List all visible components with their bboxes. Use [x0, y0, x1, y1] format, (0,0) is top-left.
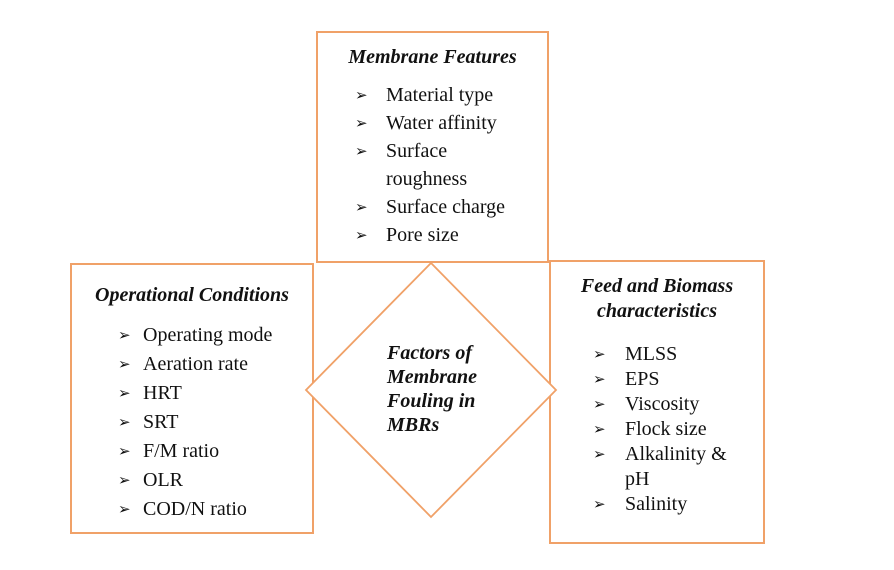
arrow-bullet-icon: ➢ [118, 442, 131, 460]
list-item: ➢ OLR [80, 466, 304, 495]
arrow-bullet-icon: ➢ [355, 198, 368, 216]
arrow-bullet-icon: ➢ [118, 413, 131, 431]
arrow-bullet-icon: ➢ [118, 355, 131, 373]
list-item: ➢ SRT [80, 408, 304, 437]
arrow-bullet-icon: ➢ [355, 142, 368, 160]
arrow-bullet-icon: ➢ [118, 384, 131, 402]
center-label-line: Factors of [387, 342, 472, 364]
membrane-features-box: Membrane Features ➢ Material type ➢ Wate… [316, 31, 549, 263]
list-item: ➢ COD/N ratio [80, 495, 304, 524]
item-text: Surface charge [386, 196, 506, 218]
membrane-features-title: Membrane Features [348, 46, 517, 68]
item-text: Surface roughness [386, 140, 468, 190]
item-text: Aeration rate [143, 353, 248, 375]
item-text: MLSS [625, 343, 678, 365]
item-text: HRT [143, 382, 182, 404]
arrow-bullet-icon: ➢ [118, 500, 131, 518]
center-label: Factors of Membrane Fouling in MBRs [387, 341, 489, 437]
arrow-bullet-icon: ➢ [593, 495, 606, 513]
arrow-bullet-icon: ➢ [118, 326, 131, 344]
list-item: ➢ Viscosity [557, 392, 757, 417]
list-item: ➢ HRT [80, 379, 304, 408]
item-text: Salinity [625, 493, 688, 515]
arrow-bullet-icon: ➢ [355, 226, 368, 244]
arrow-bullet-icon: ➢ [593, 395, 606, 413]
list-item: ➢ Surface roughness [326, 137, 539, 193]
list-item: ➢ Flock size [557, 417, 757, 442]
arrow-bullet-icon: ➢ [593, 370, 606, 388]
item-text: OLR [143, 469, 183, 491]
list-item: ➢ EPS [557, 367, 757, 392]
feed-biomass-list: ➢ MLSS ➢ EPS ➢ Viscosity ➢ Flock size ➢ … [557, 342, 757, 517]
operational-conditions-list: ➢ Operating mode ➢ Aeration rate ➢ HRT ➢… [80, 321, 304, 524]
item-text: F/M ratio [143, 440, 220, 462]
arrow-bullet-icon: ➢ [118, 471, 131, 489]
feed-biomass-box: Feed and Biomass characteristics ➢ MLSS … [549, 260, 765, 544]
item-text: Water affinity [386, 112, 497, 134]
list-item: ➢ Operating mode [80, 321, 304, 350]
feed-biomass-title: Feed and Biomass characteristics [580, 275, 734, 322]
item-text: SRT [143, 411, 179, 433]
center-label-line: Fouling in [387, 390, 476, 412]
item-text: Flock size [625, 418, 707, 440]
list-item: ➢ F/M ratio [80, 437, 304, 466]
arrow-bullet-icon: ➢ [593, 420, 606, 438]
list-item: ➢ Aeration rate [80, 350, 304, 379]
item-text: EPS [625, 368, 660, 390]
list-item: ➢ Pore size [326, 221, 539, 249]
operational-conditions-box: Operational Conditions ➢ Operating mode … [70, 263, 314, 534]
item-text: Operating mode [143, 324, 273, 346]
arrow-bullet-icon: ➢ [355, 114, 368, 132]
list-item: ➢ Water affinity [326, 109, 539, 137]
arrow-bullet-icon: ➢ [593, 445, 606, 463]
item-text: Material type [386, 84, 494, 106]
list-item: ➢ Alkalinity & pH [557, 442, 757, 492]
item-text: COD/N ratio [143, 498, 247, 520]
item-text: Viscosity [625, 393, 700, 415]
list-item: ➢ Material type [326, 81, 539, 109]
list-item: ➢ MLSS [557, 342, 757, 367]
item-text: Alkalinity & pH [625, 443, 727, 490]
membrane-features-list: ➢ Material type ➢ Water affinity ➢ Surfa… [326, 81, 539, 249]
list-item: ➢ Surface charge [326, 193, 539, 221]
list-item: ➢ Salinity [557, 492, 757, 517]
center-label-line: Membrane [387, 366, 477, 388]
operational-conditions-title: Operational Conditions [95, 284, 289, 306]
center-label-line: MBRs [387, 414, 440, 436]
arrow-bullet-icon: ➢ [593, 345, 606, 363]
arrow-bullet-icon: ➢ [355, 86, 368, 104]
item-text: Pore size [386, 224, 459, 246]
